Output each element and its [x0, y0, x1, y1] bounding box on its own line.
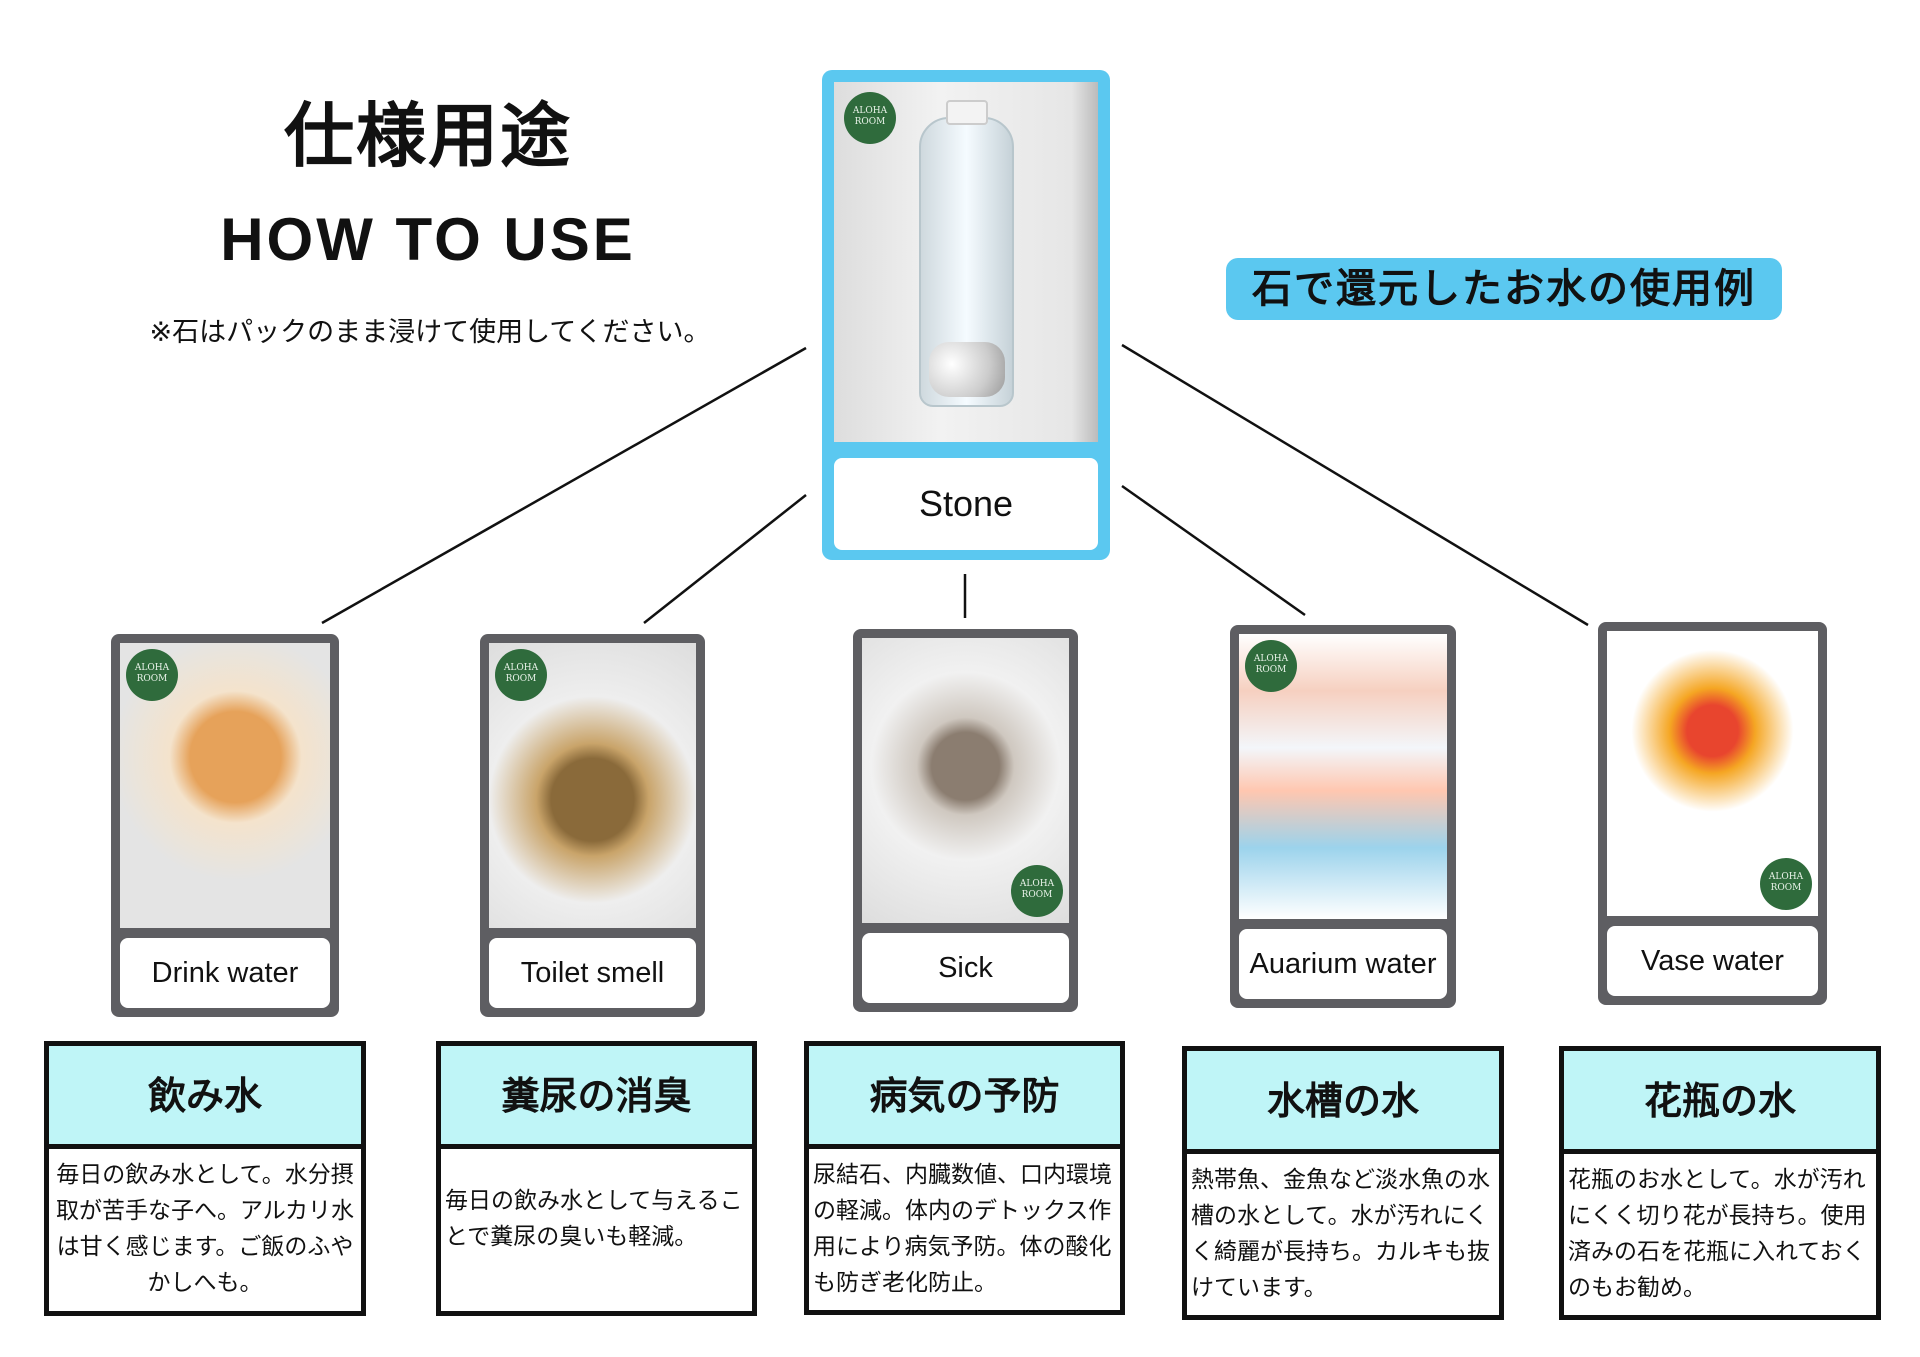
use-title: 水槽の水	[1187, 1051, 1499, 1154]
stone-label: Stone	[834, 458, 1098, 550]
use-text: 熱帯魚、金魚など淡水魚の水槽の水として。水が汚れにくく綺麗が長持ち。カルキも抜け…	[1191, 1167, 1490, 1301]
examples-badge: 石で還元したお水の使用例	[1226, 258, 1782, 320]
use-box-drinking: 飲み水 毎日の飲み水として。水分摂取が苦手な子へ。アルカリ水は甘く感じます。ご飯…	[44, 1041, 366, 1316]
use-title: 病気の予防	[809, 1046, 1120, 1149]
use-title: 花瓶の水	[1564, 1051, 1876, 1154]
connector-line	[1121, 343, 1589, 627]
card-label: Sick	[862, 933, 1069, 1003]
card-label: Vase water	[1607, 926, 1818, 996]
use-box-aquarium: 水槽の水 熱帯魚、金魚など淡水魚の水槽の水として。水が汚れにくく綺麗が長持ち。カ…	[1182, 1046, 1504, 1320]
use-box-odor: 糞尿の消臭 毎日の飲み水として与えることで糞尿の臭いも軽減。	[436, 1041, 757, 1316]
use-title: 糞尿の消臭	[441, 1046, 752, 1149]
card-label: Drink water	[120, 938, 330, 1008]
card-label: Auarium water	[1239, 929, 1447, 999]
use-text: 毎日の飲み水として。水分摂取が苦手な子へ。アルカリ水は甘く感じます。ご飯のふやか…	[55, 1162, 355, 1296]
use-text: 花瓶のお水として。水が汚れにくく切り花が長持ち。使用済みの石を花瓶に入れておくの…	[1568, 1167, 1867, 1301]
use-text: 尿結石、内臓数値、口内環境の軽減。体内のデトックス作用により病気予防。体の酸化も…	[813, 1162, 1112, 1296]
connector-line	[321, 346, 807, 625]
page-title-en: HOW TO USE	[220, 206, 636, 273]
connector-line	[1121, 484, 1306, 617]
use-box-vase: 花瓶の水 花瓶のお水として。水が汚れにくく切り花が長持ち。使用済みの石を花瓶に入…	[1559, 1046, 1881, 1320]
stones-shape	[929, 342, 1005, 397]
connector-line	[643, 494, 807, 624]
usage-note: ※石はパックのまま浸けて使用してください。	[149, 317, 711, 348]
use-title: 飲み水	[49, 1046, 361, 1149]
use-box-illness: 病気の予防 尿結石、内臓数値、口内環境の軽減。体内のデトックス作用により病気予防…	[804, 1041, 1125, 1315]
bottle-cap	[946, 100, 988, 125]
card-label: Toilet smell	[489, 938, 696, 1008]
page-title-jp: 仕様用途	[284, 95, 572, 177]
use-text: 毎日の飲み水として与えることで糞尿の臭いも軽減。	[445, 1188, 743, 1250]
